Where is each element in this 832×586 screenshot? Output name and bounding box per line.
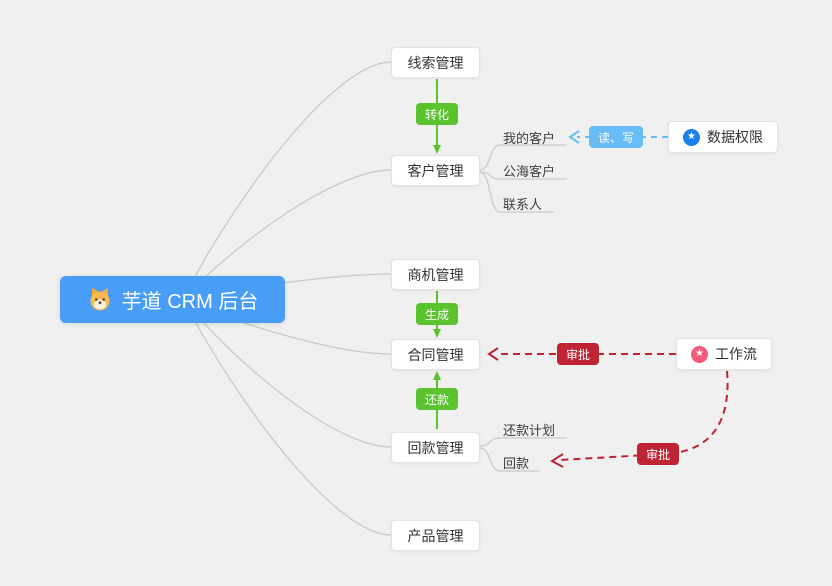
node-receivable-label: 回款管理 (407, 439, 464, 456)
node-contract[interactable]: 合同管理 (391, 339, 480, 370)
subnode-repayment[interactable]: 回款 (503, 456, 530, 471)
subnode-repayment-plan[interactable]: 还款计划 (503, 423, 556, 438)
star-icon: ★ (683, 128, 700, 146)
node-leads[interactable]: 线索管理 (391, 47, 480, 78)
arrowhead-workflow-repayment (550, 453, 564, 468)
node-opportunity-label: 商机管理 (407, 266, 464, 283)
connector-root-leads (182, 61, 392, 300)
connector-customer-public-customer (479, 171, 567, 180)
connector-customer-contact (479, 171, 554, 213)
star-icon: ★ (691, 345, 708, 363)
node-opportunity[interactable]: 商机管理 (391, 259, 480, 290)
node-data-permission[interactable]: ★ 数据权限 (668, 121, 778, 153)
subnode-contact[interactable]: 联系人 (503, 197, 543, 212)
badge-approve-repayment[interactable]: 审批 (636, 443, 680, 465)
connector-receivable-repayment-plan (479, 437, 567, 447)
node-product-label: 产品管理 (407, 527, 464, 544)
subnode-public-customer[interactable]: 公海客户 (503, 164, 556, 179)
badge-repay[interactable]: 还款 (415, 388, 459, 410)
connector-customer-my-customer (479, 144, 567, 171)
badge-read-write[interactable]: 读、写 (588, 126, 644, 148)
root-node-label: 芋道 CRM 后台 (121, 291, 259, 313)
node-leads-label: 线索管理 (407, 54, 464, 71)
connector-receivable-repayment (479, 447, 540, 472)
subnode-my-customer[interactable]: 我的客户 (503, 131, 556, 146)
root-node-crm[interactable]: 芋道 CRM 后台 (60, 276, 285, 323)
node-data-permission-label: 数据权限 (707, 129, 763, 145)
node-receivable[interactable]: 回款管理 (391, 432, 480, 463)
node-customer[interactable]: 客户管理 (391, 155, 480, 186)
dog-icon (90, 287, 110, 310)
arrowhead-leads-to-customer (433, 145, 441, 154)
connector-root-receivable (182, 298, 392, 448)
node-product[interactable]: 产品管理 (391, 520, 480, 551)
node-workflow-label: 工作流 (715, 346, 757, 362)
badge-convert[interactable]: 转化 (415, 103, 459, 125)
node-contract-label: 合同管理 (407, 346, 464, 363)
badge-approve-contract[interactable]: 审批 (556, 343, 600, 365)
connector-root-product (182, 298, 392, 536)
arrowhead-receivable-to-contract (433, 371, 441, 380)
arrowhead-data-permission (568, 130, 580, 144)
arrowhead-opportunity-to-contract (433, 329, 441, 338)
node-customer-label: 客户管理 (407, 162, 464, 179)
arrowhead-workflow-contract (487, 347, 499, 361)
badge-generate[interactable]: 生成 (415, 303, 459, 325)
node-workflow[interactable]: ★ 工作流 (676, 338, 772, 370)
